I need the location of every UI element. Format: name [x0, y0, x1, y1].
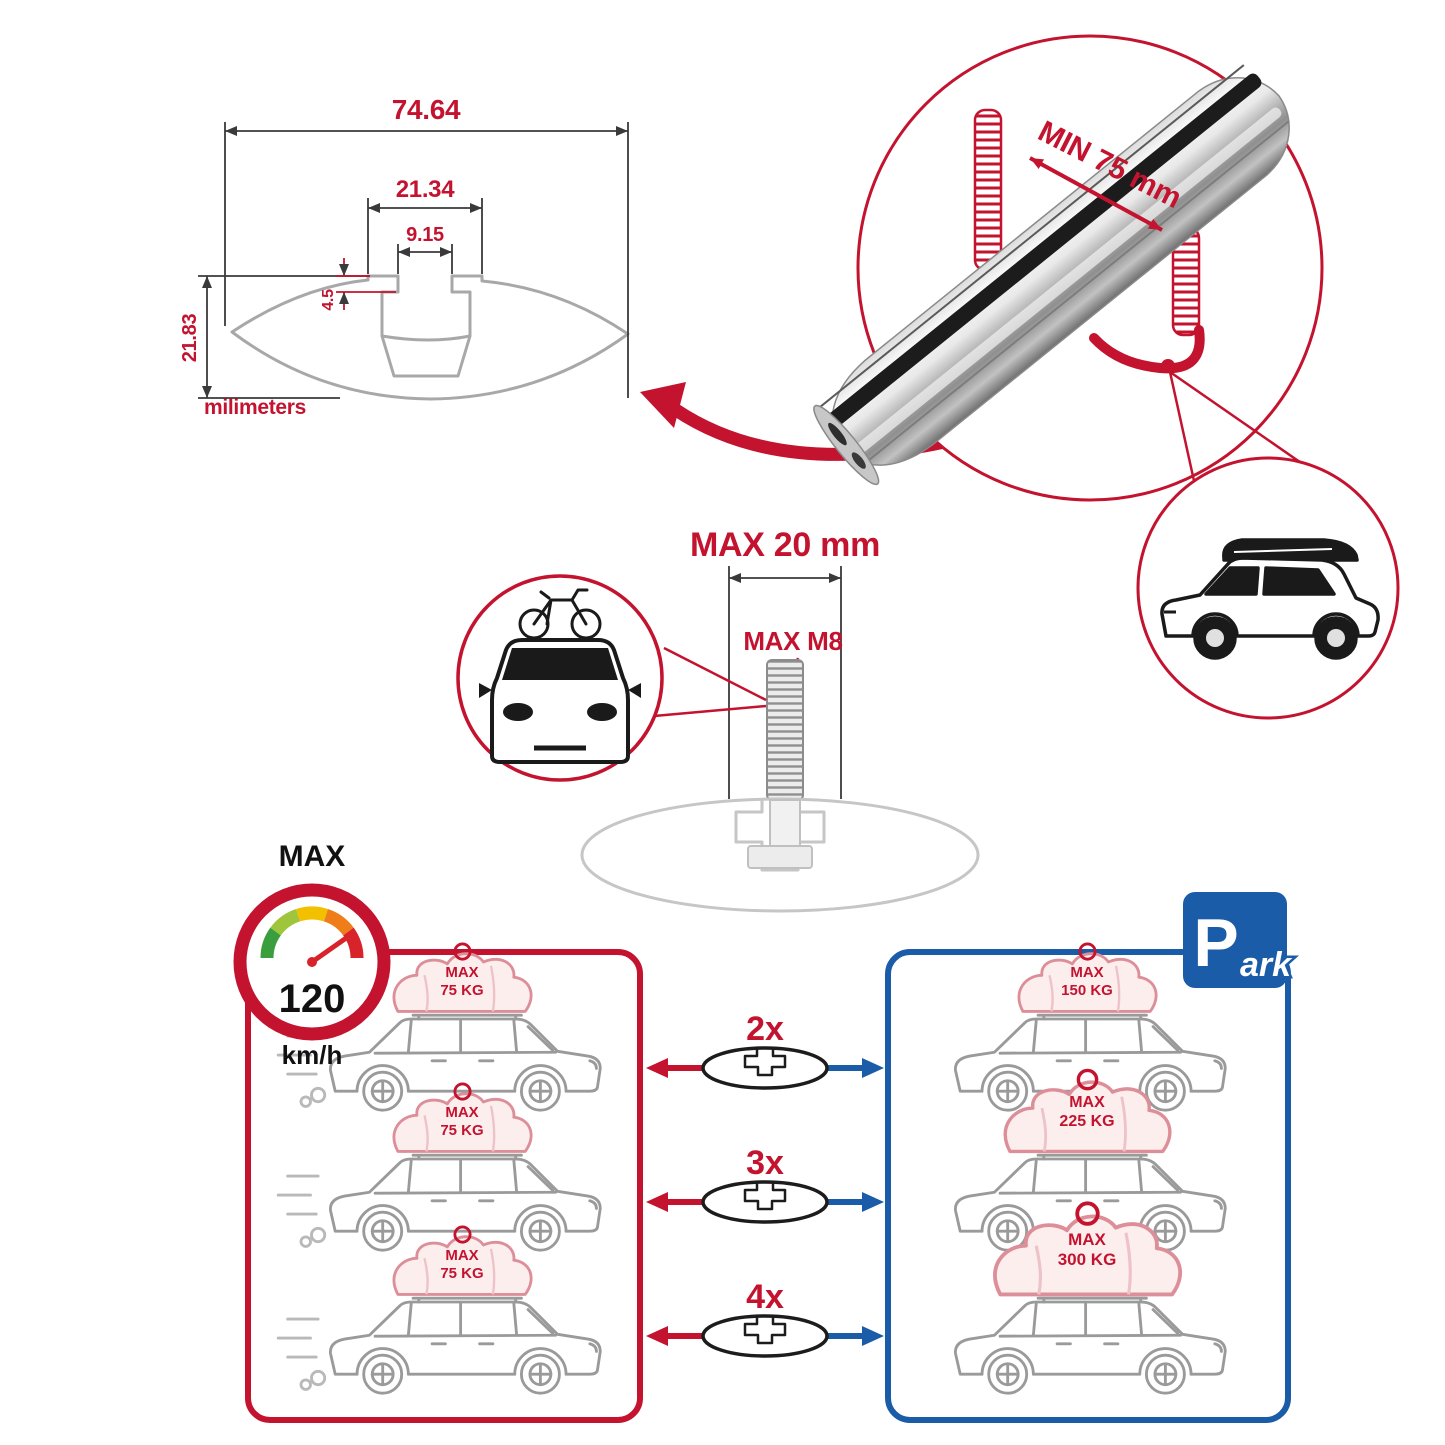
- suv-with-roofbox: [1160, 538, 1380, 660]
- callout-dot: [1161, 359, 1175, 373]
- gauge-units: km/h: [282, 1040, 343, 1070]
- quantity-row-4x: 4x: [646, 1278, 884, 1358]
- load-value-5: 225 KG: [1059, 1113, 1114, 1130]
- parked-cars: MAX 150 KG MAX 225 KG MAX 300 KG: [953, 942, 1227, 1395]
- load-value-6: 300 KG: [1058, 1250, 1117, 1269]
- speed-limit-gauge: MAX 120 km/h: [233, 840, 391, 1070]
- dim-units: milimeters: [204, 396, 306, 419]
- load-max-4: MAX: [1070, 964, 1103, 981]
- quantity-arrows: 2x 3x 4x: [646, 1010, 884, 1358]
- dim-lip-depth: 4.5: [320, 289, 337, 311]
- dimension-lines: [198, 122, 629, 399]
- qty-label-2x: 2x: [746, 1010, 784, 1048]
- park-sign: P ark: [1183, 892, 1296, 988]
- u-bolt-clamp: [973, 108, 1205, 374]
- gauge-arc: [260, 906, 364, 959]
- load-value-1: 75 KG: [440, 982, 483, 999]
- gauge-needle: [309, 933, 352, 965]
- quantity-row-2x: 2x: [646, 1010, 884, 1090]
- load-max-1: MAX: [445, 964, 478, 981]
- profile-ghost-section: [580, 797, 980, 913]
- dim-total-height: 21.83: [179, 314, 201, 363]
- qty-label-4x: 4x: [746, 1278, 784, 1316]
- bar-to-drawing-arrow: [640, 382, 992, 461]
- profile-dimension-diagram: 74.64 21.34 9.15 4.5 21.83 milimeters: [179, 94, 630, 419]
- dim-channel-width: 21.34: [396, 176, 456, 203]
- park-suffix: ark: [1240, 946, 1293, 984]
- load-max-2: MAX: [445, 1104, 478, 1121]
- gauge-title: MAX: [279, 840, 346, 873]
- bolt-max-length-label: MAX 20 mm: [690, 526, 880, 564]
- load-max-5: MAX: [1069, 1094, 1105, 1111]
- lip-dimension-lines: [336, 258, 396, 310]
- load-value-2: 75 KG: [440, 1122, 483, 1139]
- park-letter: P: [1193, 905, 1238, 981]
- park-sign-board: [1183, 892, 1287, 988]
- bolt-max-thread-label: MAX M8: [743, 626, 842, 656]
- driving-cars: MAX 75 KG MAX 75 KG MAX 75 KG: [276, 942, 602, 1395]
- bar-detail-circle: MIN 75 mm: [813, 34, 1324, 502]
- load-value-4: 150 KG: [1061, 982, 1113, 999]
- quantity-row-3x: 3x: [646, 1144, 884, 1224]
- load-max-6: MAX: [1068, 1230, 1106, 1249]
- min-span-arrow: [1029, 156, 1163, 232]
- dim-total-width: 74.64: [392, 94, 461, 125]
- bolt-shaft: [766, 659, 804, 801]
- bike-callout-lines: [653, 646, 767, 718]
- bike-car-circle: [456, 574, 767, 782]
- car-front-icon: [479, 638, 641, 764]
- dim-slot-width: 9.15: [406, 224, 444, 246]
- bolt-diagram: MAX 20 mm MAX M8: [580, 526, 980, 913]
- qty-label-3x: 3x: [746, 1144, 784, 1182]
- load-max-3: MAX: [445, 1247, 478, 1264]
- profile-outline: [230, 274, 630, 401]
- gauge-value: 120: [279, 977, 346, 1021]
- load-value-3: 75 KG: [440, 1265, 483, 1282]
- suv-roofbox-circle: [1136, 456, 1400, 720]
- callout-lines: [1168, 370, 1321, 491]
